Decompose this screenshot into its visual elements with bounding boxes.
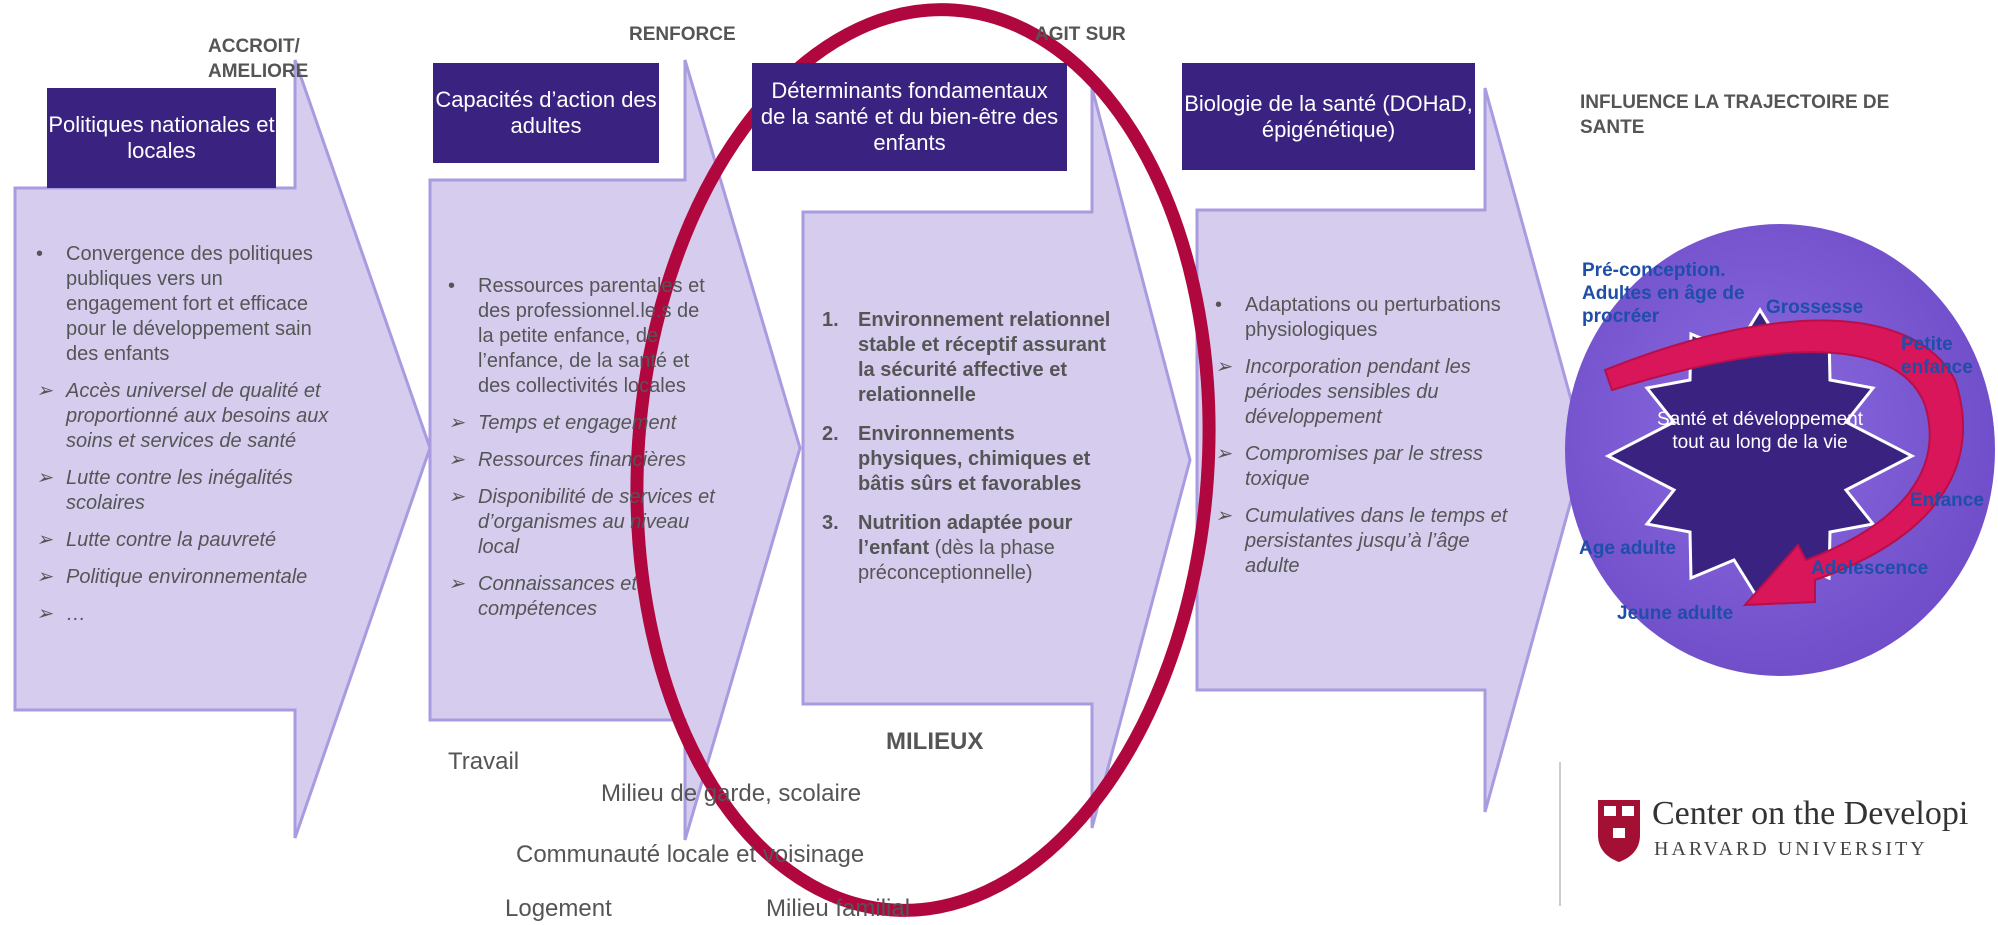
col4-bullet-text: Adaptations ou perturbations physiologiq… [1245, 294, 1501, 341]
trajectory-arrow [1603, 319, 1965, 607]
milieu-communaute: Communauté locale et voisinage [516, 841, 865, 868]
col1-item-text: Accès universel de qualité et proportion… [66, 380, 329, 452]
col1-bullet-text: Convergence des politiques publiques ver… [66, 243, 313, 365]
col4-item-text: Cumulatives dans le temps et persistante… [1245, 505, 1508, 577]
determinant-number: 1. [822, 309, 839, 331]
col1-item-text: … [66, 603, 86, 625]
caption-agit-sur: AGIT SUR [1035, 24, 1126, 45]
milieu-garde: Milieu de garde, scolaire [601, 780, 862, 807]
col1-item: ➢… [36, 603, 86, 625]
label-preconception: Pré-conception. Adultes en âge de procré… [1582, 260, 1745, 327]
determinant-title: Nutrition adaptée pour l’enfant [858, 512, 1073, 559]
determinant-note: (dès la phase préconceptionnelle) [858, 537, 1055, 584]
col2-item-text: Disponibilité de services et d’organisme… [478, 486, 715, 558]
center-label: Santé et développement tout au long de l… [1657, 409, 1863, 453]
col2-item: ➢Ressources financières [448, 449, 686, 471]
col1-item-text: Politique environnementale [66, 566, 308, 588]
col1-item: ➢Lutte contre la pauvreté [36, 529, 277, 551]
determinant-item: 1. Environnement relationnel stable et ré… [822, 308, 1118, 408]
header-capacites: Capacités d’action des adultes [433, 63, 659, 163]
col2-bullet: •Ressources parentales et des profession… [448, 275, 705, 397]
col2-item-text: Temps et engagement [478, 412, 677, 434]
col2-item: ➢Temps et engagement [448, 412, 677, 434]
col2-text: •Ressources parentales et des profession… [448, 274, 718, 634]
col1-bullet: •Convergence des politiques publiques ve… [36, 243, 313, 365]
col2-item-text: Ressources financières [478, 449, 686, 471]
col2-item-text: Connaissances et compétences [478, 573, 637, 620]
milieu-familial: Milieu familial [766, 895, 911, 922]
determinant-number: 3. [822, 512, 839, 534]
label-jeune-adulte: Jeune adulte [1617, 603, 1734, 624]
milieux-title: MILIEUX [886, 728, 984, 755]
caption-influence: INFLUENCE LA TRAJECTOIRE DE SANTE [1580, 92, 1890, 138]
logo-university: HARVARD UNIVERSITY [1654, 838, 1928, 860]
label-enfance: Enfance [1910, 490, 1984, 511]
header-determinants: Déterminants fondamentaux de la santé et… [752, 63, 1067, 171]
header-biologie: Biologie de la santé (DOHaD, épigénétiqu… [1182, 63, 1475, 170]
col1-text: •Convergence des politiques publiques ve… [36, 242, 336, 639]
label-adolescence: Adolescence [1811, 558, 1929, 579]
col4-item: ➢Cumulatives dans le temps et persistant… [1215, 505, 1508, 577]
highlight-ellipse [630, 3, 1216, 917]
milieu-travail: Travail [448, 748, 520, 775]
col1-item: ➢Lutte contre les inégalités scolaires [36, 467, 293, 514]
col1-item-text: Lutte contre les inégalités scolaires [66, 467, 293, 514]
col4-text: •Adaptations ou perturbations physiologi… [1215, 293, 1515, 591]
col2-bullet-text: Ressources parentales et des professionn… [478, 275, 705, 397]
milieu-logement: Logement [505, 895, 612, 922]
header-politiques: Politiques nationales et locales [47, 88, 276, 188]
col1-item-text: Lutte contre la pauvreté [66, 529, 277, 551]
arrow-capacites [428, 59, 802, 841]
col2-item: ➢Connaissances et compétences [448, 573, 637, 620]
col4-item: ➢Incorporation pendant les périodes sens… [1215, 356, 1471, 428]
col1-item: ➢Accès universel de qualité et proportio… [36, 380, 329, 452]
determinant-title: Environnement relationnel stable et réce… [858, 309, 1111, 406]
caption-renforce: RENFORCE [629, 24, 736, 45]
arrow-biologie [1195, 87, 1587, 813]
col4-item-text: Compromises par le stress toxique [1245, 443, 1483, 490]
col4-item-text: Incorporation pendant les périodes sensi… [1245, 356, 1471, 428]
determinant-title: Environnements physiques, chimiques et b… [858, 423, 1091, 495]
col3-text: 1. Environnement relationnel stable et ré… [822, 308, 1118, 600]
determinant-number: 2. [822, 423, 839, 445]
determinant-item: 3. Nutrition adaptée pour l’enfant (dès l… [822, 511, 1118, 586]
label-grossesse: Grossesse [1766, 297, 1864, 318]
caption-accroit: ACCROIT/ AMELIORE [208, 36, 309, 82]
col1-item: ➢Politique environnementale [36, 566, 308, 588]
col2-item: ➢Disponibilité de services et d’organism… [448, 486, 715, 558]
col4-bullet: •Adaptations ou perturbations physiologi… [1215, 294, 1501, 341]
arrow-politiques [13, 59, 432, 839]
determinant-item: 2. Environnements physiques, chimiques et… [822, 422, 1118, 497]
label-petite-enfance: Petite enfance [1901, 334, 1973, 378]
label-age-adulte: Age adulte [1579, 538, 1677, 559]
logo-name: Center on the Developi [1652, 795, 1969, 832]
arrow-determinants [801, 87, 1192, 829]
col4-item: ➢Compromises par le stress toxique [1215, 443, 1483, 490]
